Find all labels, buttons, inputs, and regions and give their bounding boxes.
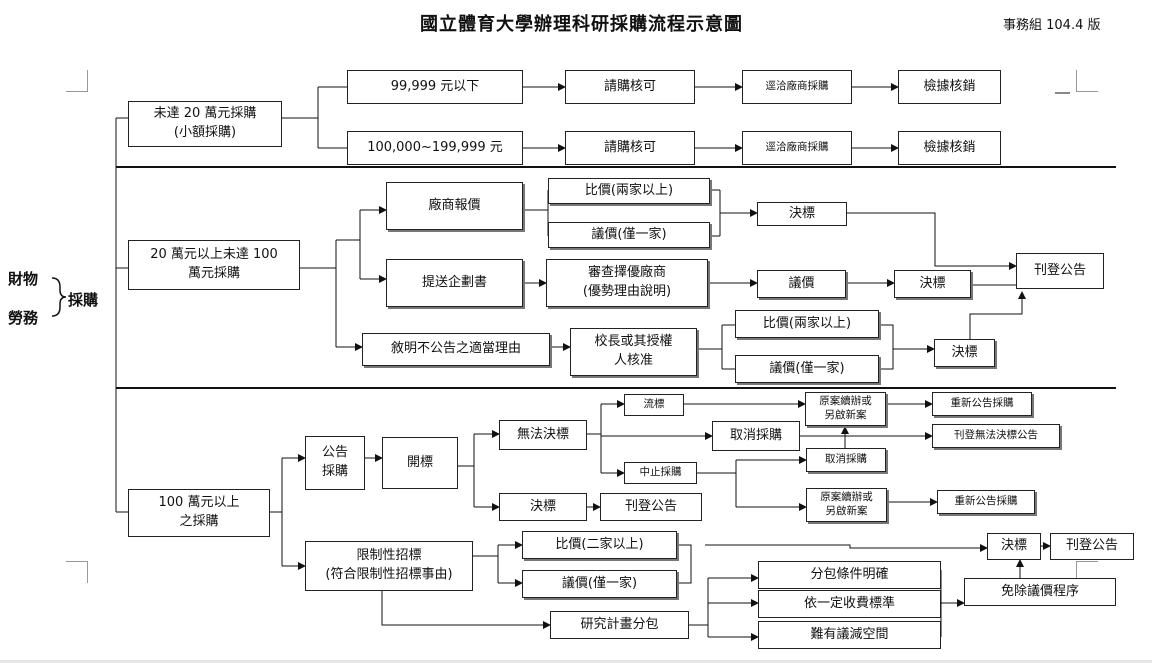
negotiate-box-2: 議價 — [757, 270, 846, 298]
amount-box-1: 99,999 元以下 — [347, 70, 523, 104]
amount-box-2: 100,000~199,999 元 — [347, 131, 523, 165]
footer-divider — [0, 660, 1152, 663]
award-box-5: 決標 — [987, 533, 1041, 560]
limited-tender-box: 限制性招標 (符合限制性招標事由) — [305, 541, 473, 591]
cancel-purchase-box: 取消採購 — [712, 421, 800, 451]
announce-box: 刊登公告 — [1016, 253, 1104, 289]
vendor-quote-box: 廠商報價 — [386, 182, 523, 230]
reannounce-box-2: 重新公告採購 — [937, 490, 1035, 514]
public-tender-box: 公告 採購 — [305, 436, 365, 490]
corner-mark-bottom-left — [66, 561, 88, 583]
version-label: 事務組 104.4 版 — [1003, 18, 1101, 33]
page-title: 國立體育大學辦理科研採購流程示意圖 — [420, 14, 743, 35]
negotiate-box: 議價(僅一家) — [548, 222, 710, 248]
services-label: 勞務 — [8, 309, 39, 327]
no-award-box: 無法決標 — [499, 420, 587, 450]
bid-opening-box: 開標 — [382, 437, 458, 489]
negotiate-box-4: 議價(僅一家) — [522, 570, 677, 598]
compare-price-box-2: 比價(兩家以上) — [735, 310, 879, 338]
award-box-3: 決標 — [934, 339, 995, 367]
no-reduction-box: 難有議減空間 — [758, 621, 941, 649]
verify-box-1: 檢據核銷 — [898, 70, 1001, 104]
compare-price-box: 比價(兩家以上) — [548, 178, 710, 204]
rebid-box-1: 原案續辦或 另啟新案 — [805, 392, 886, 426]
approve-box-1: 請購核可 — [565, 70, 695, 104]
no-award-notice-box: 刊登無法決標公告 — [932, 424, 1060, 448]
subcontract-condition-box: 分包條件明確 — [758, 561, 941, 589]
approve-box-2: 請購核可 — [565, 131, 695, 165]
award-box-1: 決標 — [757, 202, 847, 226]
compare-price-box-3: 比價(二家以上) — [522, 531, 677, 559]
review-vendor-box: 審查擇優廠商 (優勢理由說明) — [546, 259, 708, 307]
verify-box-2: 檢據核銷 — [898, 131, 1001, 165]
exempt-negotiation-box: 免除議價程序 — [964, 578, 1116, 606]
failed-bid-box: 流標 — [624, 394, 684, 416]
corner-mark-bottom-right — [1076, 561, 1098, 583]
procurement-label: 採購 — [68, 291, 99, 309]
award-box-4: 決標 — [499, 493, 587, 521]
reannounce-box-1: 重新公告採購 — [932, 392, 1032, 416]
contact-vendor-box-2: 逕洽廠商採購 — [742, 131, 852, 165]
research-subcontract-box: 研究計畫分包 — [550, 611, 689, 639]
corner-mark-top-left — [66, 70, 88, 92]
announce-box-2: 刊登公告 — [600, 493, 702, 521]
rebid-box-2: 原案續辦或 另啟新案 — [806, 488, 887, 522]
mid-purchase-category: 20 萬元以上未達 100 萬元採購 — [128, 240, 300, 290]
negotiate-box-3: 議價(僅一家) — [735, 355, 879, 383]
suspend-purchase-box: 中止採購 — [624, 462, 697, 484]
announce-box-3: 刊登公告 — [1050, 533, 1134, 560]
award-box-2: 決標 — [894, 270, 971, 298]
small-purchase-category: 未達 20 萬元採購 (小額採購) — [128, 101, 282, 147]
president-approval-box: 校長或其授權 人核准 — [570, 328, 697, 376]
goods-label: 財物 — [8, 270, 39, 288]
non-announce-reason-box: 敘明不公告之適當理由 — [362, 333, 550, 366]
corner-mark-top-right — [1076, 70, 1098, 92]
fee-standard-box: 依一定收費標準 — [758, 590, 941, 618]
contact-vendor-box-1: 逕洽廠商採購 — [742, 70, 852, 104]
proposal-box: 提送企劃書 — [386, 259, 523, 307]
cancel-purchase-small-box: 取消採購 — [806, 448, 886, 472]
large-purchase-category: 100 萬元以上 之採購 — [128, 489, 270, 537]
